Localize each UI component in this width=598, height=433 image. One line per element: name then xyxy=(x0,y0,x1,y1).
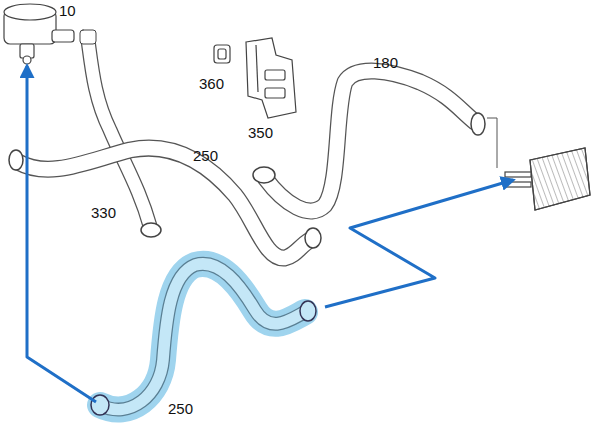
hose-250-upper xyxy=(9,148,321,258)
heater-core xyxy=(505,148,590,210)
flow-arrow xyxy=(27,66,513,402)
callout-number: 10 xyxy=(58,3,77,18)
callout-number: 330 xyxy=(90,205,117,220)
hose-250-highlighted xyxy=(91,264,316,415)
bracket-350 xyxy=(246,38,296,118)
leader-line xyxy=(487,118,497,119)
callout-number: 250 xyxy=(167,401,194,416)
clip-360 xyxy=(214,45,230,63)
hose-330 xyxy=(80,30,161,237)
leader-line xyxy=(497,118,498,168)
callout-number: 250 xyxy=(192,148,219,163)
callout-number: 350 xyxy=(247,125,274,140)
callout-number: 180 xyxy=(372,55,399,70)
callout-number: 360 xyxy=(198,76,225,91)
